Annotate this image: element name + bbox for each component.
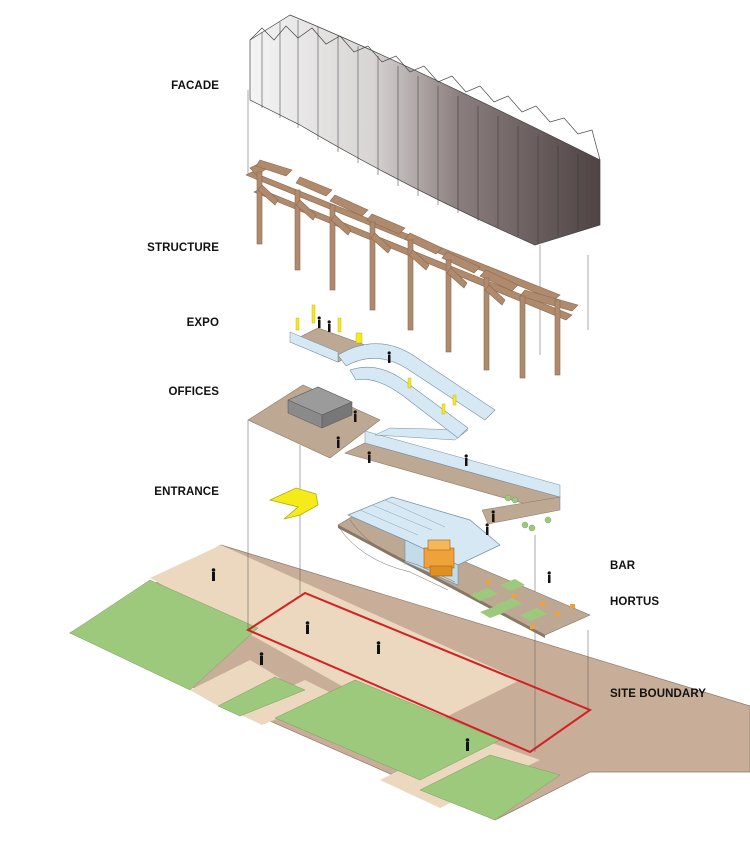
offices-walkway <box>344 442 561 509</box>
offices-level <box>247 384 561 532</box>
label-structure: STRUCTURE <box>147 242 219 254</box>
expo-platform-glass <box>289 331 339 363</box>
facade-volume <box>249 14 601 246</box>
expo-panels <box>295 304 457 415</box>
label-expo: EXPO <box>186 317 219 329</box>
grass-middle <box>217 676 306 717</box>
paving-north <box>150 545 520 730</box>
site-ground <box>69 544 750 821</box>
grass-west <box>69 579 259 691</box>
bar-kiosk <box>423 539 455 577</box>
expo-ramp-lower <box>349 366 469 439</box>
people-hortus <box>485 523 551 583</box>
grass-south <box>419 754 561 821</box>
facade-roof-ridge <box>249 25 601 161</box>
paving-cross-1 <box>190 660 280 706</box>
label-bar: BAR <box>610 560 636 572</box>
label-offices: OFFICES <box>168 386 219 398</box>
offices-walkway-glass <box>364 430 561 498</box>
site-boundary-outline <box>245 591 593 754</box>
label-facade: FACADE <box>171 80 219 92</box>
hortus-bar-level <box>337 496 591 638</box>
offices-return <box>481 496 561 525</box>
paving-cross-2 <box>235 680 335 725</box>
entrance-arrow-icon <box>268 487 319 520</box>
bar-stair <box>337 519 456 591</box>
label-hortus: HORTUS <box>610 596 660 608</box>
timber-structure <box>245 159 579 379</box>
offices-ramp-upper <box>374 427 469 441</box>
expo-ramp-upper <box>337 343 496 421</box>
hortus-garden <box>470 579 575 629</box>
offices-planters <box>504 494 552 532</box>
people-expo <box>317 316 391 363</box>
people-offices <box>336 410 495 522</box>
facade-envelope <box>249 14 601 246</box>
label-entrance: ENTRANCE <box>154 486 219 498</box>
people-ground <box>211 568 470 751</box>
label-site-boundary: SITE BOUNDARY <box>610 688 707 700</box>
expo-level <box>289 304 496 439</box>
